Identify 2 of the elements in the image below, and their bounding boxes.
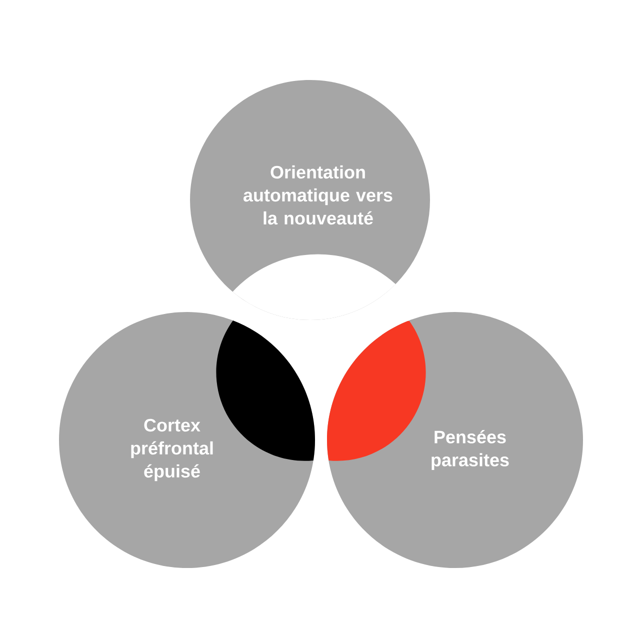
overlap-region bbox=[216, 320, 315, 461]
overlap-region bbox=[327, 320, 426, 461]
